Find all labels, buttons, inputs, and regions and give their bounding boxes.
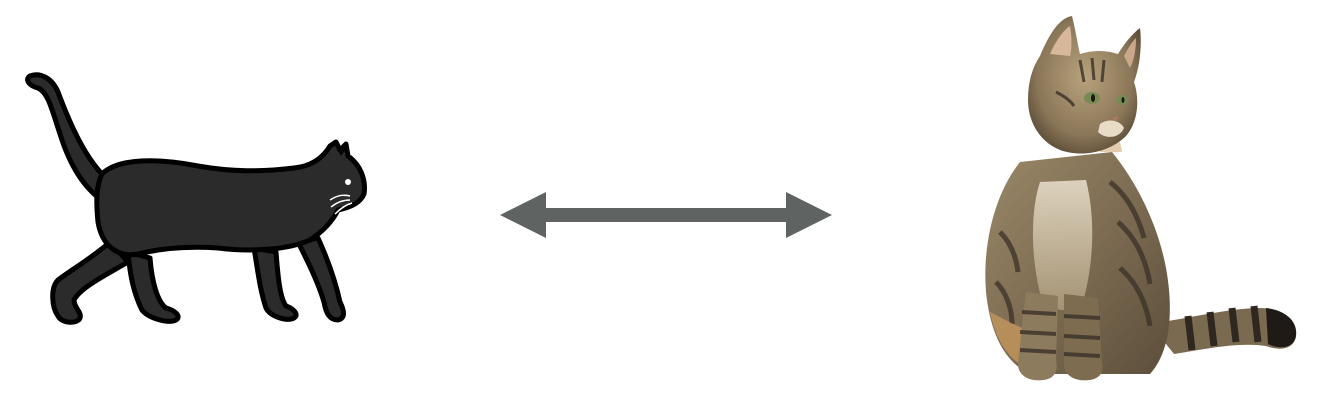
- cat-front-leg-far: [251, 245, 299, 322]
- cat-front-leg-near: [295, 235, 346, 323]
- cat-body: [94, 139, 367, 258]
- cartoon-cat-image: [18, 62, 374, 338]
- double-arrow: [496, 186, 836, 244]
- cat-back-leg-near: [50, 239, 131, 325]
- cat-back-leg-far: [125, 249, 181, 324]
- cat-eye: [345, 179, 351, 185]
- cat-tail: [25, 72, 111, 205]
- tabby-stripes: [994, 180, 1153, 327]
- tabby-head: [1028, 16, 1141, 154]
- tabby-cat-photo: [960, 12, 1310, 392]
- tabby-chest: [1032, 180, 1093, 312]
- tabby-nose: [1112, 116, 1118, 122]
- cartoon-black-cat-icon: [25, 72, 367, 325]
- cat-whiskers: [329, 194, 353, 215]
- double-headed-arrow-icon: [500, 192, 832, 238]
